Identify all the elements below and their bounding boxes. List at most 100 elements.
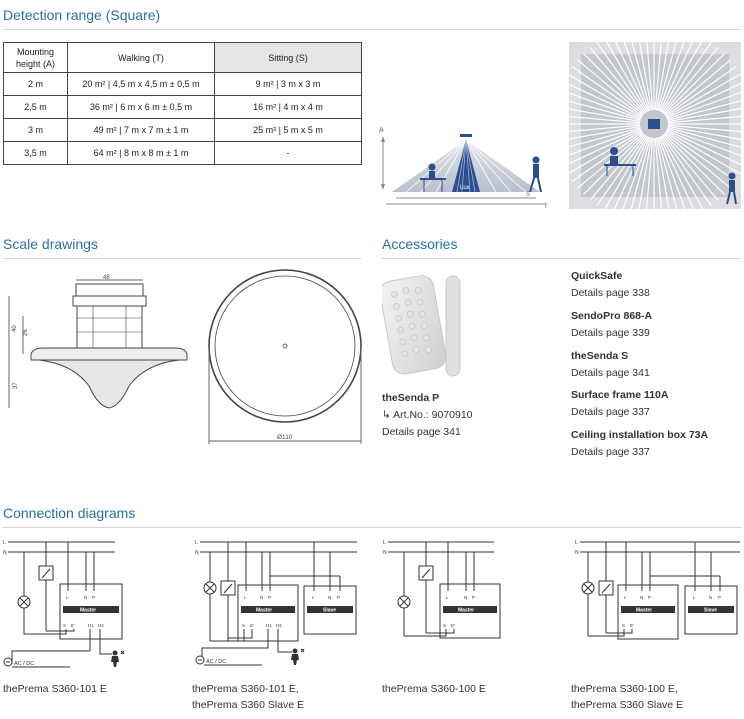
scale-top-drawing: Ø110 [208,269,362,444]
svg-text:N: N [383,550,387,556]
caption-line: thePrema S360-101 E [3,683,107,695]
svg-text:L: L [575,540,578,546]
svg-text:L: L [195,540,198,546]
detection-ray [569,92,642,120]
table-cell: 9 m² | 3 m x 3 m [214,72,362,96]
detection-ray [655,137,670,209]
detection-ray [646,42,654,111]
table-header: Walking (T) [67,42,215,73]
header-walking: Walking (T) [118,52,164,63]
accessories-rule [382,258,741,259]
connection-rule [3,527,741,528]
detection-ray [659,136,695,209]
accessory-details[interactable]: Details page 337 [571,406,650,418]
scale-rule [3,258,361,259]
detection-ray [623,42,650,112]
detection-ray [571,66,643,117]
detection-ray [569,115,641,124]
detection-ray [667,124,741,133]
scale-title: Scale drawings [3,236,98,252]
detection-top-view [569,42,741,209]
table-row: 2,5 m 36 m² | 6 m x 6 m ± 0,5 m 16 m² | … [3,95,362,119]
detection-ray [638,42,653,111]
table-cell: - [214,141,362,165]
detection-ray [589,47,646,114]
caption-1: thePrema S360-101 E [3,681,107,697]
label-s: S [526,192,530,198]
detection-ray [569,129,642,165]
caption-line: thePrema S360 Slave E [192,699,305,711]
label-lux: Lux [460,185,470,191]
detection-ray [622,136,650,209]
detection-ray [658,136,686,209]
svg-text:S: S [242,623,245,628]
svg-text:N: N [709,595,712,600]
svg-text:L: L [624,595,627,600]
label-acdc: AC / DC [14,661,34,667]
table-header: Sitting (S) [214,42,362,73]
detection-ray [665,66,737,117]
caption-line: thePrema S360 Slave E [571,699,684,711]
label-master: Master [636,608,652,614]
detection-rule [3,29,741,30]
accessory-name: QuickSafe [571,270,623,282]
detection-ray [615,42,649,112]
table-cell: 36 m² | 6 m x 6 m ± 0,5 m [67,95,215,119]
detection-ray [569,128,642,156]
accessory-details[interactable]: Details page 341 [571,367,650,379]
label-master: Master [256,608,272,614]
label-p: P [92,595,95,600]
detection-ray [569,83,642,119]
accessory-name: Surface frame 110A [571,389,669,401]
detection-ray [667,127,741,148]
remote-control-image [382,275,461,377]
svg-text:S: S [622,623,625,628]
label-s-term: S [63,623,66,628]
detection-ray [571,131,643,182]
detection-ray [664,59,731,116]
label-a: A [379,127,384,134]
accessory-name: SendoPro 868-A [571,310,653,322]
svg-text:S: S [443,623,446,628]
detection-ray [666,128,741,157]
table-cell: 2,5 m [3,95,68,119]
svg-text:N: N [328,595,331,600]
remote-name: theSenda P [382,392,440,404]
svg-text:E': E' [451,623,455,628]
svg-text:P: P [268,595,271,600]
svg-text:H1: H1 [266,623,272,628]
detection-ray [645,137,654,209]
detection-ray [569,130,643,174]
detection-ray [654,137,663,209]
accessories-title: Accessories [382,236,458,252]
detection-ray [665,73,741,118]
detection-ray [569,125,641,140]
detection-ray [638,137,653,209]
detection-ray [657,42,677,111]
caption-2: thePrema S360-101 E, thePrema S360 Slave… [192,681,304,713]
accessory-details[interactable]: Details page 339 [571,327,650,339]
svg-text:N: N [84,595,87,600]
detection-ray [665,130,741,175]
table-row: 3 m 49 m² | 7 m x 7 m ± 1 m 25 m² | 5 m … [3,118,362,142]
dim-26: 26 [23,329,29,336]
scale-side-drawing: 48 40 26 37 [8,275,188,409]
detection-ray [663,133,726,196]
label-t: T [544,204,548,210]
accessory-details[interactable]: Details page 338 [571,287,650,299]
detection-ray [658,42,685,112]
table-row: 3,5 m 64 m² | 8 m x 8 m ± 1 m - [3,141,362,165]
detection-ray [660,42,703,113]
detection-ray [630,137,651,209]
caption-3: thePrema S360-100 E [382,681,486,697]
svg-text:E': E' [250,623,254,628]
detection-ray [659,42,693,112]
accessory-details[interactable]: Details page 337 [571,446,650,458]
connection-diagram-3: L N Master L N P S E' [383,540,501,639]
detection-side-view: A Lux S T [379,127,548,210]
detection-ray [660,135,704,209]
table-cell: 20 m² | 4,5 m x 4,5 m ± 0,5 m [67,72,215,96]
detection-ray [569,127,641,148]
detection-ray [569,108,641,123]
detection-ray [662,47,719,114]
